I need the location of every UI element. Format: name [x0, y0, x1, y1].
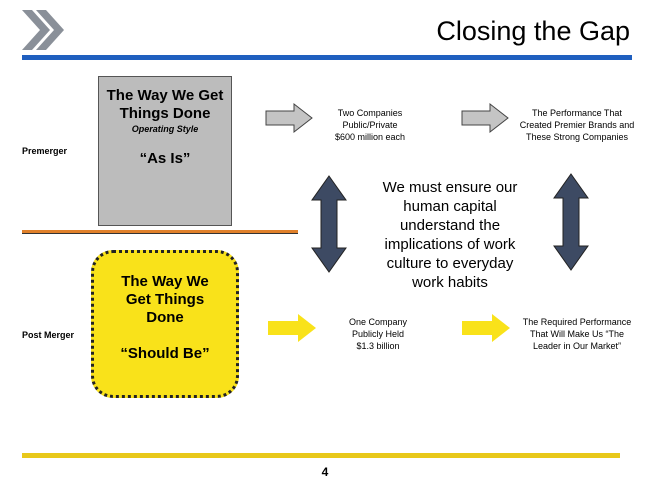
- postmerger-box-quote: “Should Be”: [120, 345, 210, 362]
- header-divider-bar: [22, 55, 632, 60]
- center-message-line4: implications of work: [384, 236, 516, 253]
- postmerger-box-title-line2: Get Things: [125, 291, 205, 308]
- premerger-companies-line3: $600 million each: [334, 132, 406, 142]
- postmerger-companies-text: One Company Publicly Held $1.3 billion: [328, 316, 428, 352]
- premerger-label: Premerger: [22, 146, 68, 156]
- postmerger-arrow-1-icon: [268, 314, 316, 342]
- postmerger-box-title-line3: Done: [146, 309, 184, 326]
- premerger-performance-line2: Created Premier Brands and: [519, 120, 635, 130]
- center-message-line5: culture to everyday: [386, 255, 514, 272]
- postmerger-performance-text: The Required Performance That Will Make …: [514, 316, 640, 352]
- postmerger-companies-line1: One Company: [348, 317, 408, 327]
- premerger-companies-line2: Public/Private: [342, 120, 398, 130]
- center-message-line2: human capital: [403, 198, 497, 215]
- postmerger-performance-line3: Leader in Our Market”: [532, 341, 622, 351]
- premerger-arrow-1-icon: [265, 102, 313, 134]
- row-divider-orange: [22, 230, 298, 233]
- postmerger-companies-line3: $1.3 billion: [356, 341, 400, 351]
- row-divider-dark: [22, 233, 298, 234]
- page-title: Closing the Gap: [436, 16, 630, 46]
- page-number: 4: [321, 465, 329, 479]
- postmerger-performance-line1: The Required Performance: [522, 317, 632, 327]
- postmerger-box-title-line1: The Way We: [121, 273, 209, 290]
- center-message: We must ensure our human capital underst…: [360, 178, 540, 292]
- premerger-box-title-line2: Things Done: [119, 105, 211, 122]
- postmerger-performance-line2: That Will Make Us “The: [529, 329, 625, 339]
- premerger-performance-line3: These Strong Companies: [525, 132, 629, 142]
- center-message-line3: understand the: [399, 217, 501, 234]
- premerger-arrow-2-icon: [461, 102, 509, 134]
- premerger-box-quote: “As Is”: [139, 150, 191, 167]
- premerger-companies-text: Two Companies Public/Private $600 millio…: [320, 107, 420, 143]
- logo-chevron-icon: [22, 10, 64, 50]
- center-message-line1: We must ensure our: [382, 179, 518, 196]
- premerger-performance-text: The Performance That Created Premier Bra…: [514, 107, 640, 143]
- premerger-box: The Way We Get Things Done Operating Sty…: [98, 76, 232, 226]
- postmerger-box: The Way We Get Things Done “Should Be”: [91, 250, 239, 398]
- premerger-box-subtitle: Operating Style: [131, 124, 199, 134]
- postmerger-label: Post Merger: [22, 330, 75, 340]
- left-double-arrow-icon: [311, 175, 347, 273]
- premerger-box-title-line1: The Way We Get: [106, 87, 224, 104]
- right-double-arrow-icon: [553, 173, 589, 271]
- premerger-performance-line1: The Performance That: [532, 108, 622, 118]
- premerger-companies-line1: Two Companies: [337, 108, 403, 118]
- postmerger-companies-line2: Publicly Held: [351, 329, 405, 339]
- footer-divider-bar: [22, 453, 620, 458]
- postmerger-arrow-2-icon: [462, 314, 510, 342]
- center-message-line6: work habits: [412, 274, 488, 291]
